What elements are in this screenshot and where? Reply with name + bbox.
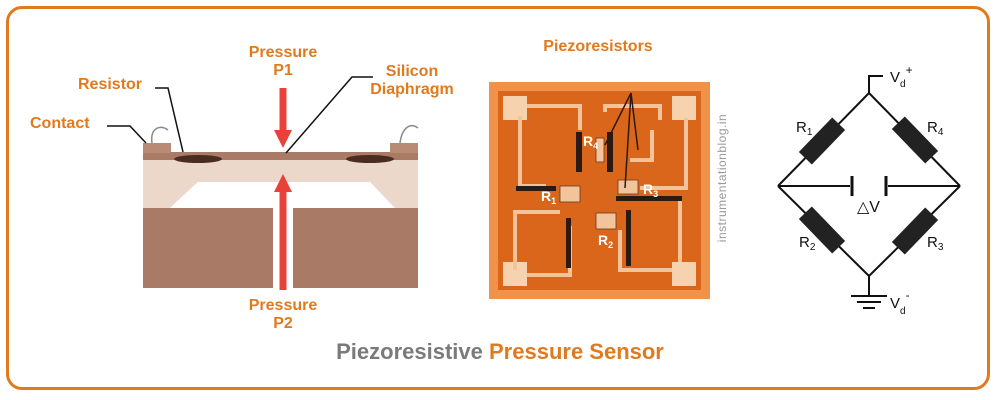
title-part-1: Piezoresistive [336,339,483,364]
coil-r4 [595,137,605,163]
support-layer-left [143,160,168,208]
chip-label-r3: R3 [643,181,658,199]
figure-title: Piezoresistive Pressure Sensor [336,339,664,365]
chip-label-r4: R4 [583,133,598,151]
bridge-resistor-r1 [798,117,846,165]
piezoresistors-heading: Piezoresistors [543,38,653,55]
bridge-resistor-r2 [798,206,846,254]
contact-wire-left [151,126,169,144]
figure-frame [6,6,990,390]
bar-5 [566,218,571,268]
label-contact: Contact [30,115,90,132]
bar-6 [626,210,631,266]
arrow-p2-head [274,174,292,192]
pointer-r4-b [624,92,632,189]
trace-8 [618,230,672,272]
pointer-r4-a [604,92,632,146]
arrow-p1-head [274,130,292,148]
pad-top-left [503,96,527,120]
silicon-diaphragm [143,152,418,160]
pressure-p2-line2: P2 [273,315,293,332]
bridge-label-r4: R4 [927,119,944,138]
bar-1 [576,132,582,172]
bar-2 [607,132,613,172]
bridge-output-label: △V [857,199,880,216]
bridge-label-r1: R1 [796,119,813,138]
resistor-pointer [155,87,184,153]
pointer-r4-c [630,92,639,151]
contact-pad-right [390,143,418,153]
contact-wire-right [399,124,419,144]
bridge-label-r2: R2 [799,234,816,253]
support-layer [143,160,418,208]
pressure-p2-line1: Pressure [248,297,318,314]
ground-label: Vd- [890,288,910,317]
bridge-label-r3: R3 [927,234,944,253]
substrate-left [143,208,273,288]
title-part-2: Pressure Sensor [489,339,664,364]
diaphragm-pointer [285,76,373,154]
trace-6 [513,210,560,270]
pressure-p1-line1: Pressure [248,44,318,61]
pressure-p1-line2: P1 [273,62,293,79]
label-silicon-diaphragm: Silicon Diaphragm [370,63,454,99]
bar-3 [516,186,556,191]
coil-r2 [595,212,617,230]
label-pressure-p1: Pressure P1 [249,44,318,80]
bridge-resistor-r4 [891,116,939,164]
pad-bottom-right [672,262,696,286]
label-pressure-p2: Pressure P2 [249,297,318,333]
bridge-resistor-r3 [891,207,939,255]
substrate-right [293,208,418,288]
silicon-diaphragm-line2: Diaphragm [370,81,454,98]
contact-pad-left [143,143,171,153]
supply-label: Vd+ [890,63,913,90]
bar-4 [616,196,682,201]
trace-4 [640,118,688,190]
trace-2 [527,104,582,130]
label-resistor: Resistor [78,76,143,93]
contact-pointer [107,125,147,144]
chip-label-r1: R1 [541,188,556,206]
pad-top-right [672,96,696,120]
resistor-right [346,155,394,163]
trace-9 [630,130,654,162]
resistor-left [174,155,222,163]
chip-label-r2: R2 [598,232,613,250]
coil-r3 [617,179,639,195]
silicon-diaphragm-line1: Silicon [385,63,439,80]
coil-r1 [559,185,581,203]
supply-wire [868,75,883,93]
